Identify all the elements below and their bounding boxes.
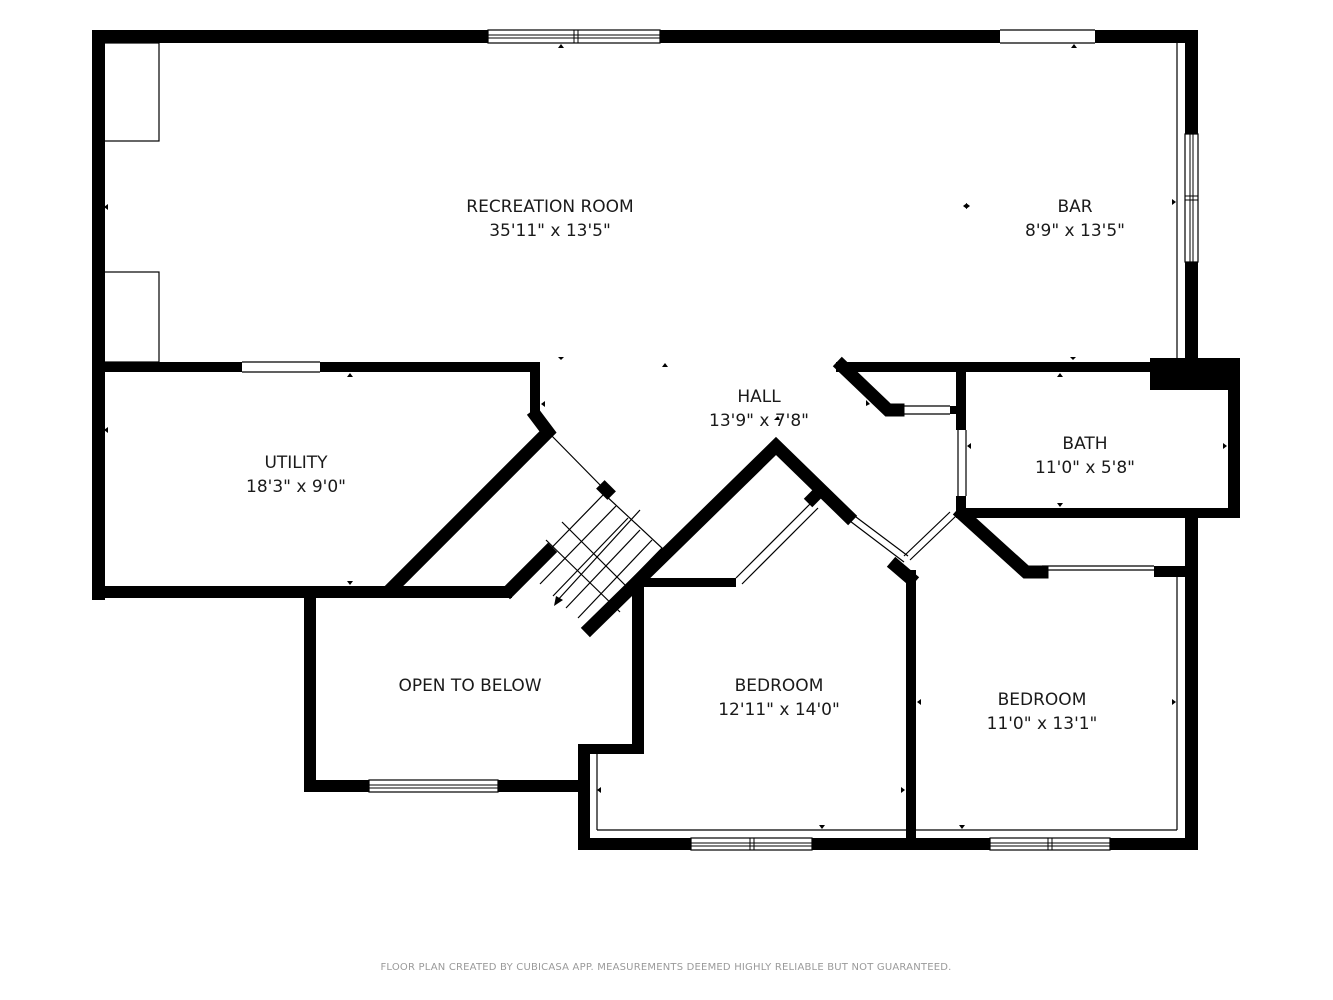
walls (92, 30, 1240, 850)
room-dimensions: 35'11" x 13'5" (489, 221, 611, 241)
room-name: HALL (737, 387, 781, 407)
room-dimensions: 11'0" x 13'1" (987, 714, 1098, 734)
room-label-bath: BATH 11'0" x 5'8" (1035, 434, 1135, 478)
room-label-open-to-below: OPEN TO BELOW (398, 676, 541, 696)
window-bar (1184, 133, 1199, 263)
windows (368, 29, 1199, 851)
window-bedroom-2 (989, 837, 1111, 851)
room-dimensions: 8'9" x 13'5" (1025, 221, 1125, 241)
window-open-below (368, 779, 499, 793)
room-dimensions: 11'0" x 5'8" (1035, 458, 1135, 478)
room-name: BATH (1062, 434, 1107, 454)
footer-disclaimer: FLOOR PLAN CREATED BY CUBICASA APP. MEAS… (380, 962, 951, 973)
room-name: RECREATION ROOM (466, 197, 633, 217)
room-label-bedroom-1: BEDROOM 12'11" x 14'0" (718, 676, 840, 720)
room-name: BEDROOM (998, 690, 1087, 710)
stairs (527, 493, 663, 627)
room-label-bedroom-2: BEDROOM 11'0" x 13'1" (987, 690, 1098, 734)
room-dimensions: 13'9" x 7'8" (709, 411, 809, 431)
room-name: OPEN TO BELOW (398, 676, 541, 696)
room-name: BEDROOM (735, 676, 824, 696)
room-dimensions: 18'3" x 9'0" (246, 477, 346, 497)
room-label-utility: UTILITY 18'3" x 9'0" (246, 453, 346, 497)
room-label-bar: BAR 8'9" x 13'5" (1025, 197, 1125, 241)
dimension-markers (104, 44, 1227, 829)
interior-lines (103, 29, 1178, 831)
window-top (487, 29, 661, 44)
room-name: BAR (1057, 197, 1092, 217)
window-bedroom-1 (690, 837, 813, 851)
room-label-hall: HALL 13'9" x 7'8" (709, 387, 809, 431)
room-label-recreation-room: RECREATION ROOM 35'11" x 13'5" (466, 197, 633, 241)
room-name: UTILITY (264, 453, 328, 473)
room-dimensions: 12'11" x 14'0" (718, 700, 840, 720)
